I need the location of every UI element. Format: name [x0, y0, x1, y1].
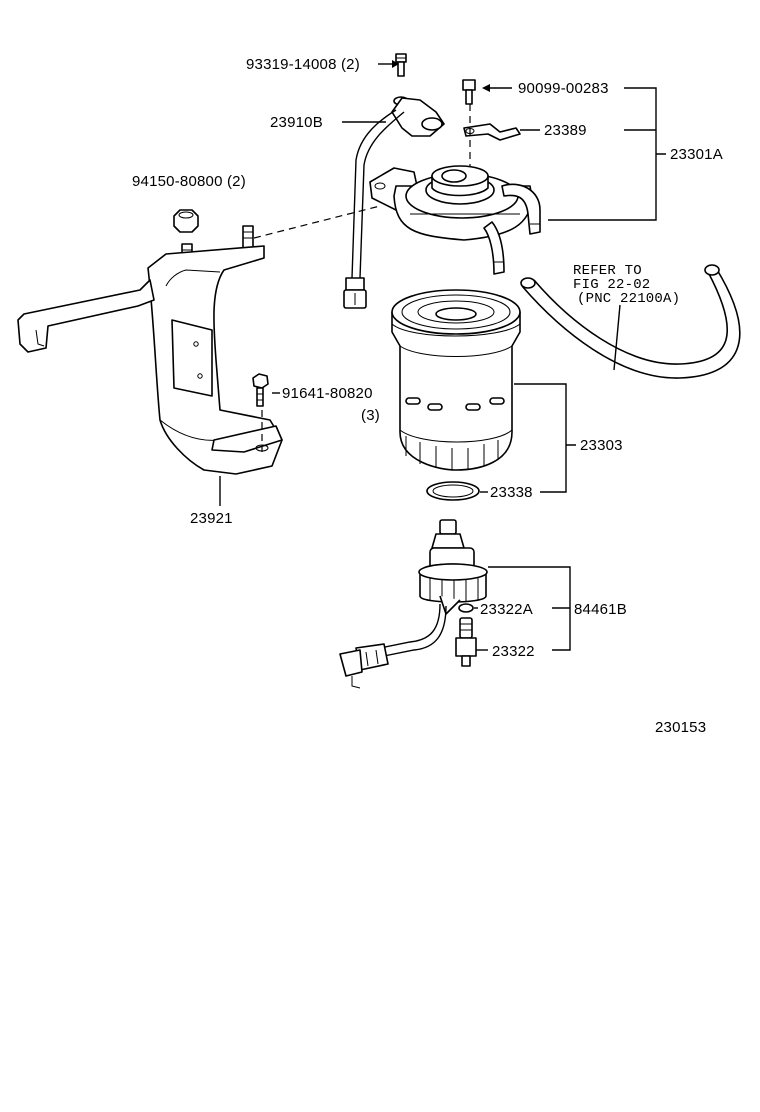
filter-cartridge-23303	[391, 289, 521, 471]
sensor-assembly-84461b	[339, 519, 488, 689]
bracket-line-23303	[514, 383, 576, 493]
label-23338: 23338	[490, 484, 533, 501]
fuel-hose-refer	[520, 264, 741, 379]
dashline-mount	[253, 205, 381, 239]
label-23910b: 23910B	[270, 114, 323, 131]
bolt-90099	[462, 79, 476, 105]
filter-head-23301a	[369, 165, 541, 275]
bolt-91641	[252, 373, 269, 407]
label-84461b: 84461B	[574, 601, 627, 618]
label-refer-line3: (PNC 22100A)	[577, 291, 680, 307]
o-ring-23322a	[458, 603, 474, 613]
label-94150: 94150-80800 (2)	[132, 173, 246, 190]
bolt-93319	[395, 53, 407, 77]
bracket-line-84461b	[488, 566, 571, 651]
figure-number: 230153	[655, 719, 706, 736]
bracket-line-23301a	[548, 87, 666, 221]
label-90099: 90099-00283	[518, 80, 609, 97]
label-23303: 23303	[580, 437, 623, 454]
label-23301a: 23301A	[670, 146, 723, 163]
label-93319: 93319-14008 (2)	[246, 56, 360, 73]
plug-23322	[455, 617, 477, 667]
nut-94150	[173, 209, 199, 233]
bracket-23921	[17, 225, 283, 475]
leader-refer	[613, 304, 621, 371]
label-23322: 23322	[492, 643, 535, 660]
sensor-23910b	[343, 96, 445, 309]
label-23322a: 23322A	[480, 601, 533, 618]
label-91641-qty: (3)	[361, 407, 380, 424]
bracket-23389	[463, 123, 521, 141]
label-91641: 91641-80820	[282, 385, 373, 402]
arrow-93319	[392, 60, 399, 68]
label-23389: 23389	[544, 122, 587, 139]
label-refer-line1: REFER TO	[573, 263, 642, 279]
label-refer-line2: FIG 22-02	[573, 277, 650, 293]
arrow-90099	[482, 84, 490, 92]
label-23921: 23921	[190, 510, 233, 527]
